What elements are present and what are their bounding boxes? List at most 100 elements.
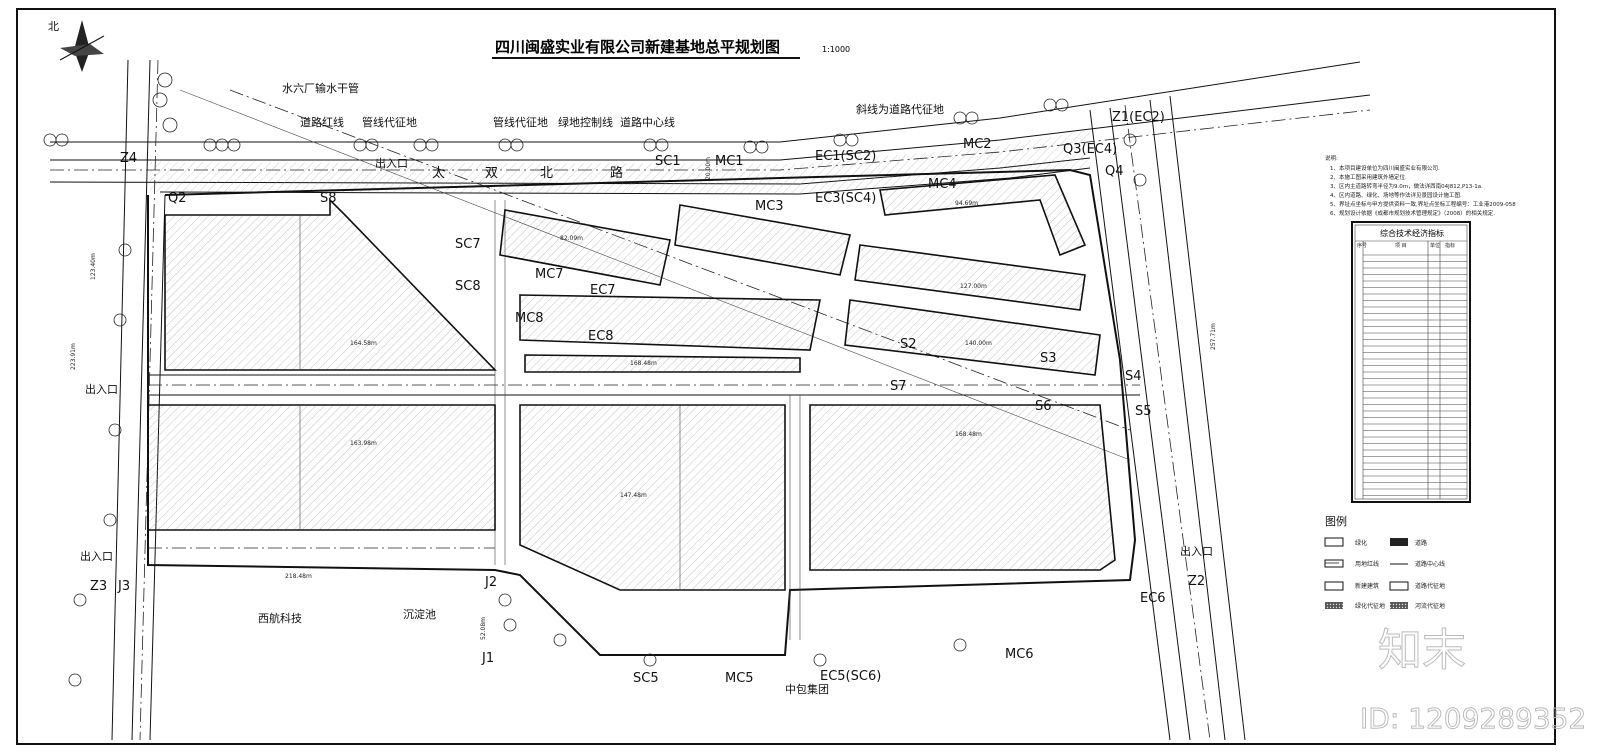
table-col: 项 目 — [1395, 243, 1407, 249]
note-item: 1、本项目建设单位为四川闽盛实业有限公司. — [1330, 164, 1440, 172]
callout-green-control: 绿地控制线 — [558, 115, 613, 129]
building-6 — [519, 294, 821, 351]
note-item: 5、界址点坐标与甲方提供资料一致,界址点坐标工程编号：工业港2009-058 — [1330, 200, 1516, 208]
legend-item: 用地红线 — [1355, 560, 1379, 568]
legend: 图例 绿化 道路 用地红线 道路中心线 新建建筑 道路代征地 绿化代征地 河流代… — [1324, 514, 1445, 610]
legend-item: 绿化 — [1355, 539, 1367, 547]
road-swatch-icon — [1390, 538, 1408, 546]
point-label: Z4 — [120, 151, 137, 166]
dimension: 168.48m — [630, 360, 657, 367]
legend-item: 新建建筑 — [1355, 582, 1379, 590]
callout-road-center: 道路中心线 — [620, 115, 675, 129]
callout-pipeline-land-1: 管线代征地 — [362, 115, 417, 129]
dimension: 123.40m — [90, 253, 97, 280]
page-title: 四川闽盛实业有限公司新建基地总平规划图 — [495, 38, 780, 56]
table-col: 序号 — [1357, 242, 1367, 249]
callout-hatched-road-land: 斜线为道路代征地 — [856, 102, 944, 116]
green-swatch-icon — [1324, 537, 1344, 547]
point-label: Q2 — [168, 191, 187, 206]
building-4 — [519, 404, 786, 591]
point-label: J1 — [481, 651, 494, 666]
point-label: SC7 — [455, 237, 481, 252]
dimension: 163.98m — [350, 440, 377, 447]
river-land-swatch-icon — [1390, 602, 1408, 609]
buildings — [147, 174, 1116, 591]
dimension: 147.48m — [620, 492, 647, 499]
green-land-swatch-icon — [1325, 602, 1343, 609]
point-labels: Z4 Q2 S8 SC8 MC8 EC8 MC7 EC7 SC7 SC1 MC1… — [90, 110, 1205, 686]
dimension: 164.58m — [350, 340, 377, 347]
right-road — [1089, 95, 1246, 741]
dimension: 168.48m — [955, 431, 982, 438]
entrance-label: 出入口 — [85, 382, 118, 396]
point-label: S8 — [320, 191, 337, 206]
watermark-brand: 知末 — [1378, 625, 1466, 676]
point-label: Z3 — [90, 579, 107, 594]
point-label: S5 — [1135, 404, 1152, 419]
road-land-swatch-icon — [1389, 581, 1409, 591]
dimension: 82.09m — [560, 235, 583, 242]
point-label: S3 — [1040, 351, 1057, 366]
north-label: 北 — [48, 20, 59, 33]
point-label: Z2 — [1188, 574, 1205, 589]
point-label: EC5(SC6) — [820, 669, 881, 684]
table-col: 指标 — [1445, 242, 1455, 249]
point-label: MC4 — [928, 177, 957, 192]
note-item: 2、本施工图采用建筑外墙定位. — [1330, 173, 1407, 181]
point-label: SC5 — [633, 671, 659, 686]
building-7 — [854, 244, 1086, 311]
point-label: J3 — [117, 579, 130, 594]
legend-item: 道路代征地 — [1415, 582, 1445, 590]
dimension: 52.08m — [480, 617, 487, 640]
notes: 说明: 1、本项目建设单位为四川闽盛实业有限公司. 2、本施工图采用建筑外墙定位… — [1325, 154, 1516, 217]
point-label: MC1 — [715, 154, 744, 169]
entrance-label: 出入口 — [375, 156, 408, 170]
callout-road-red-line: 道路红线 — [300, 115, 344, 129]
north-arrow-icon: 北 — [48, 20, 105, 72]
callout-water-pipe: 水六厂输水干管 — [282, 81, 359, 95]
point-label: Q3(EC4) — [1063, 142, 1117, 157]
building-8 — [844, 299, 1101, 376]
note-item: 4、区内道路、绿化、场地等作法详见景园设计施工图. — [1330, 191, 1462, 199]
point-label: MC3 — [755, 199, 784, 214]
neighbor-west-south: 西航科技 — [258, 611, 302, 625]
legend-item: 道路中心线 — [1415, 560, 1445, 568]
point-label: MC8 — [515, 311, 544, 326]
point-label: S2 — [900, 337, 917, 352]
point-label: MC7 — [535, 267, 564, 282]
callout-pipeline-land-2: 管线代征地 — [493, 115, 548, 129]
red-line-swatch-icon — [1324, 559, 1344, 568]
building-2b — [674, 204, 851, 276]
note-item: 6、规划设计依据《成都市规划技术管理规定》（2008）的相关规定. — [1330, 209, 1495, 217]
building-5 — [809, 404, 1116, 571]
point-label: J2 — [484, 575, 497, 590]
note-item: 3、区内主道路转弯半径为9.0m，做法详西南04J812,P13-1a. — [1330, 182, 1483, 190]
building-2 — [499, 209, 671, 286]
drawing-frame — [16, 8, 1556, 745]
point-label: Z1(EC2) — [1112, 110, 1165, 125]
notes-heading: 说明: — [1325, 154, 1338, 162]
point-label: Q4 — [1105, 164, 1124, 179]
point-label: MC6 — [1005, 647, 1034, 662]
point-label: EC3(SC4) — [815, 191, 876, 206]
dimension: 257.71m — [1210, 323, 1217, 350]
indicator-table: 综合技术经济指标 序号 项 目 单位 指标 — [1351, 221, 1471, 503]
table-title: 综合技术经济指标 — [1380, 228, 1444, 238]
road-name-char: 太 — [432, 166, 445, 181]
road-name-char: 路 — [610, 165, 623, 181]
point-label: S4 — [1125, 369, 1142, 384]
scale-label: 1:1000 — [822, 45, 850, 54]
dimension: 140.00m — [965, 340, 992, 347]
legend-title: 图例 — [1325, 514, 1347, 528]
point-label: MC5 — [725, 671, 754, 686]
point-label: MC2 — [963, 137, 992, 152]
watermark-id: ID: 1209289352 — [1360, 702, 1586, 735]
point-label: S7 — [890, 379, 907, 394]
dimension: 127.00m — [960, 283, 987, 290]
point-label: EC1(SC2) — [815, 149, 876, 164]
point-label: SC1 — [655, 154, 681, 169]
dimension: 94.69m — [955, 200, 978, 207]
building-office — [879, 174, 1087, 257]
dimension: 218.48m — [285, 573, 312, 580]
building-3 — [147, 404, 496, 531]
